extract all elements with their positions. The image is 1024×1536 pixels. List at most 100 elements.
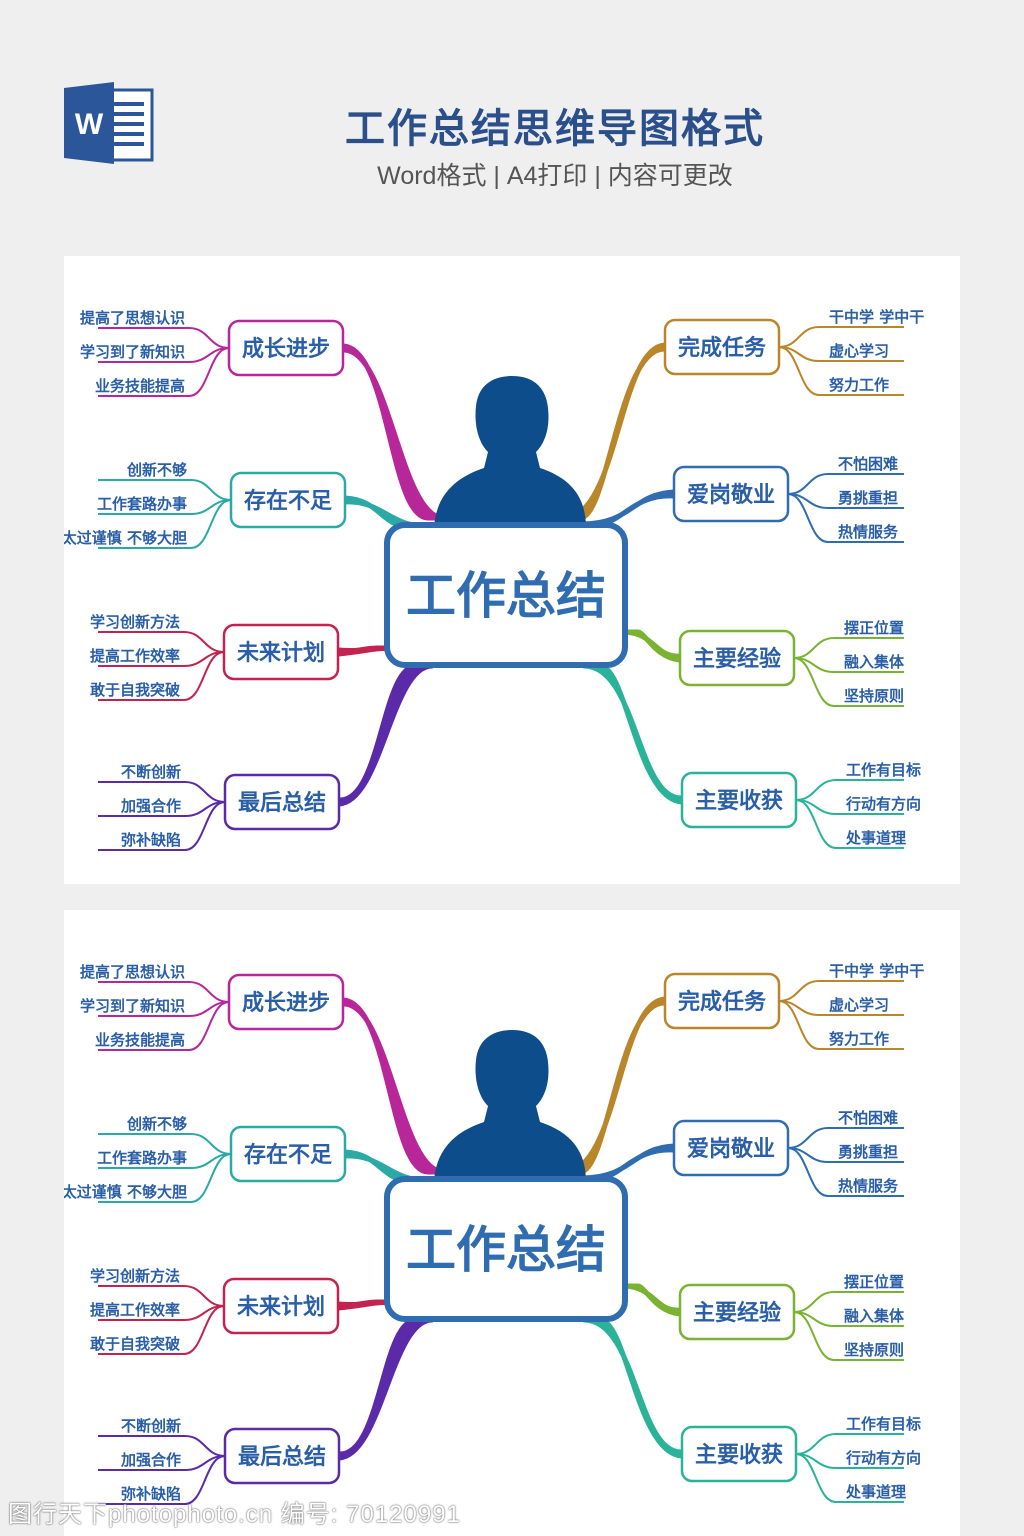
sub-item: 干中学 学中干 xyxy=(829,308,924,326)
sub-connector xyxy=(795,1453,904,1503)
branch-node-box xyxy=(223,1427,341,1485)
sub-item: 工作有目标 xyxy=(846,761,921,779)
sub-connector xyxy=(98,1153,232,1203)
sub-connector xyxy=(793,1291,904,1313)
sub-connector xyxy=(778,326,904,348)
sub-item: 创新不够 xyxy=(126,461,187,479)
sub-item: 创新不够 xyxy=(126,1115,187,1133)
branch-connector xyxy=(336,1317,435,1461)
sub-connector xyxy=(778,1000,904,1050)
sub-item: 学习创新方法 xyxy=(90,613,180,631)
person-silhouette-icon xyxy=(434,376,586,528)
sub-connector xyxy=(793,637,904,659)
sub-item: 处事道理 xyxy=(845,1483,906,1501)
branch-node-box xyxy=(227,973,345,1031)
branch-node-box xyxy=(672,465,790,523)
sub-connector xyxy=(98,347,230,397)
sub-item: 太过谨慎 不够大胆 xyxy=(64,1183,187,1201)
branch-node-label: 主要收获 xyxy=(695,1442,783,1468)
branch-connector xyxy=(561,996,668,1175)
branch-node-label: 完成任务 xyxy=(678,989,767,1015)
sub-connector xyxy=(787,1127,904,1149)
sub-connector xyxy=(98,781,226,803)
sub-item: 努力工作 xyxy=(829,376,889,394)
sub-item: 加强合作 xyxy=(120,797,181,815)
sub-item: 提高了思想认识 xyxy=(80,963,185,981)
sub-connector xyxy=(98,1001,230,1051)
sub-connector xyxy=(98,479,232,501)
branch-connector xyxy=(561,342,668,521)
sub-item: 弥补缺陷 xyxy=(121,1485,181,1503)
sub-item: 热情服务 xyxy=(838,523,899,541)
branch-node-label: 完成任务 xyxy=(678,335,767,361)
sub-item: 处事道理 xyxy=(845,829,906,847)
sub-item: 勇挑重担 xyxy=(838,1143,898,1161)
branch-node-box xyxy=(663,318,781,376)
branch-node-label: 最后总结 xyxy=(238,1444,326,1470)
sub-connector xyxy=(787,473,904,495)
sub-item: 摆正位置 xyxy=(844,1273,904,1291)
branch-node-label: 主要经验 xyxy=(693,1300,781,1326)
center-label: 工作总结 xyxy=(406,567,606,625)
sub-item: 工作套路办事 xyxy=(97,1149,187,1167)
sub-item: 提高工作效率 xyxy=(90,1301,180,1319)
branch-node-box xyxy=(229,471,347,529)
sub-connector xyxy=(98,801,226,851)
branch-node-box xyxy=(672,1119,790,1177)
sub-item: 学习到了新知识 xyxy=(80,343,185,361)
sub-item: 热情服务 xyxy=(838,1177,899,1195)
sub-connector xyxy=(98,631,225,653)
sub-item: 学习到了新知识 xyxy=(80,997,185,1015)
branch-node-box xyxy=(227,319,345,377)
branch-node-label: 未来计划 xyxy=(237,641,325,666)
center-label: 工作总结 xyxy=(406,1221,606,1279)
sub-item: 行动有方向 xyxy=(845,1449,921,1467)
sub-connector xyxy=(793,1311,904,1361)
sub-item: 虚心学习 xyxy=(829,996,889,1014)
sub-item: 融入集体 xyxy=(844,1307,905,1325)
logo-letter: W xyxy=(75,108,104,141)
branch-node-label: 未来计划 xyxy=(237,1295,325,1320)
sub-item: 太过谨慎 不够大胆 xyxy=(64,529,187,547)
branch-node-label: 爱岗敬业 xyxy=(687,482,775,508)
sub-item: 敢于自我突破 xyxy=(90,1335,180,1353)
sub-item: 工作套路办事 xyxy=(97,495,187,513)
branch-node-label: 主要经验 xyxy=(693,646,781,672)
sub-connector xyxy=(795,1433,904,1455)
watermark: 图行天下photophoto.cn 编号: 70120991 xyxy=(8,1501,461,1528)
page-subtitle: Word格式 | A4打印 | 内容可更改 xyxy=(377,162,733,190)
sub-connector xyxy=(98,1133,232,1155)
sub-connector xyxy=(787,493,904,543)
branch-node-box xyxy=(678,629,796,687)
branch-node-box xyxy=(223,773,341,831)
sub-connector xyxy=(778,980,904,1002)
branch-node-label: 主要收获 xyxy=(695,788,783,814)
branch-node-label: 存在不足 xyxy=(244,1142,332,1168)
sub-item: 坚持原则 xyxy=(844,687,904,705)
branch-node-box xyxy=(229,1125,347,1183)
sub-item: 学习创新方法 xyxy=(90,1267,180,1285)
page-title: 工作总结思维导图格式 xyxy=(345,107,765,151)
sub-connector xyxy=(98,499,232,549)
sub-item: 业务技能提高 xyxy=(95,1031,185,1049)
sub-item: 业务技能提高 xyxy=(95,377,185,395)
mindmap-panel-1: 提高了思想认识学习到了新知识业务技能提高成长进步创新不够工作套路办事太过谨慎 不… xyxy=(64,256,960,884)
branch-connector xyxy=(336,663,435,807)
branch-node-label: 成长进步 xyxy=(242,990,330,1016)
sub-item: 努力工作 xyxy=(829,1030,889,1048)
sub-item: 不断创新 xyxy=(121,1417,181,1435)
sub-item: 不怕困难 xyxy=(838,1109,898,1127)
sub-connector xyxy=(787,1147,904,1197)
